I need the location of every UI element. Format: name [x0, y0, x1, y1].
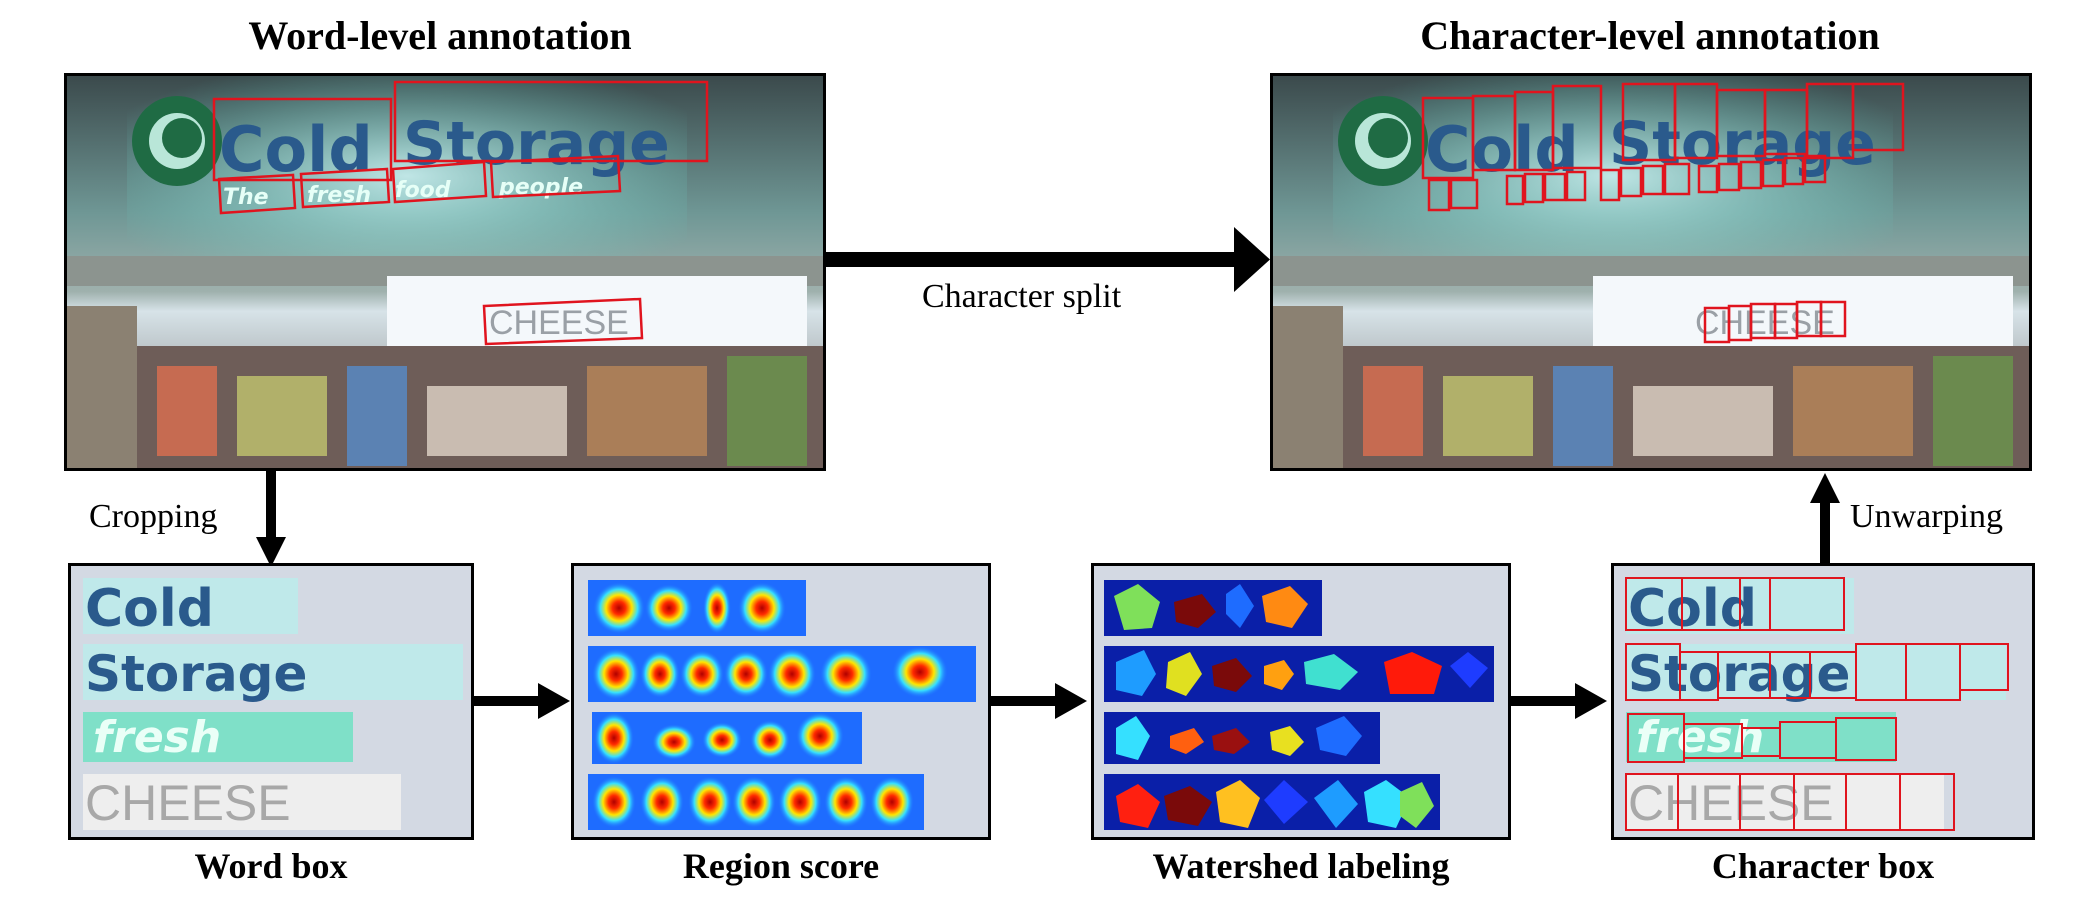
region-score-panel: [571, 563, 991, 840]
caption-region-score: Region score: [682, 846, 880, 886]
char-crop-cheese: CHEESE: [1628, 775, 1834, 831]
crop-word-storage: Storage: [85, 645, 307, 703]
word-box-panel: Cold Storage fresh CHEESE: [68, 563, 474, 840]
scene-word-storage: Storage: [403, 109, 670, 179]
heading-char-level: Character-level annotation: [1420, 13, 1880, 58]
unwarping-label: Unwarping: [1850, 498, 2003, 535]
crop-word-cold: Cold: [85, 579, 214, 639]
region-heatmaps: [588, 580, 976, 830]
arrow-region-to-watershed: [991, 683, 1087, 719]
character-annotation-boxes: [1421, 82, 1905, 344]
character-split-label: Character split: [922, 278, 1122, 315]
character-crops: Cold Storage fresh CHEESE: [1625, 577, 2009, 831]
scene-char-storage: Storage: [1609, 109, 1876, 179]
scene-word-cold: Cold: [219, 113, 373, 186]
crop-word-cheese: CHEESE: [85, 775, 291, 831]
character-box-panel: Cold Storage fresh CHEESE: [1611, 563, 2035, 840]
scene-word-cheese: CHEESE: [489, 304, 629, 342]
word-crops: Cold Storage fresh CHEESE: [83, 578, 463, 831]
arrow-watershed-to-charbox: [1511, 683, 1607, 719]
caption-watershed: Watershed labeling: [1152, 846, 1450, 886]
word-level-photo: Cold Storage The fresh food people CHEES…: [64, 73, 826, 471]
scene-word-the: The: [223, 185, 269, 210]
character-split-arrow: [826, 227, 1270, 292]
caption-word-box: Word box: [194, 846, 348, 886]
storefront-scene-char: Cold Storage CHEESE: [1273, 76, 2029, 468]
char-crop-storage: Storage: [1628, 645, 1850, 703]
watershed-panel: [1091, 563, 1511, 840]
watershed-maps: [1104, 580, 1494, 830]
char-crop-boxes: [1625, 577, 2009, 831]
caption-char-box: Character box: [1711, 846, 1935, 886]
word-annotation-boxes: [212, 80, 709, 346]
cropping-arrow: [256, 471, 286, 567]
character-level-photo: Cold Storage CHEESE: [1270, 73, 2032, 471]
unwarping-arrow: [1810, 473, 1840, 563]
arrow-word-to-region: [474, 683, 570, 719]
crop-word-fresh: fresh: [93, 712, 221, 763]
storefront-scene-word: Cold Storage The fresh food people CHEES…: [67, 76, 823, 468]
heading-word-level: Word-level annotation: [248, 13, 632, 58]
cropping-label: Cropping: [89, 498, 218, 535]
